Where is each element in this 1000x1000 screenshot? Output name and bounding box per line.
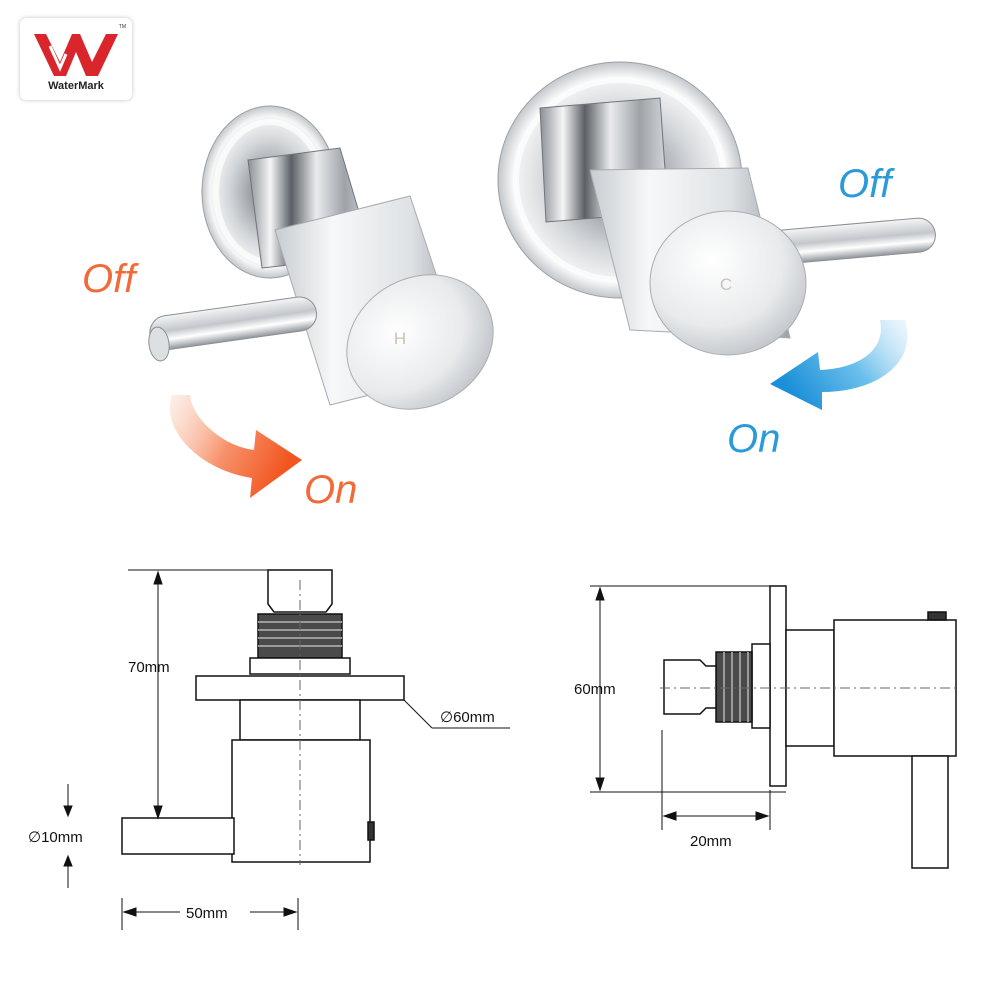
cold-tap-cap-letter: C: [720, 275, 732, 294]
front-flange-label: ∅60mm: [440, 709, 495, 726]
hot-on-label: On: [304, 468, 357, 512]
cold-rotation-arrow: [770, 320, 908, 410]
side-nut: [751, 643, 771, 729]
side-wall-plate: [769, 585, 787, 787]
hot-tap-cap-letter: H: [394, 329, 406, 348]
hot-rotation-arrow: [169, 395, 302, 498]
logo-text: WaterMark: [48, 80, 104, 92]
side-drawing: [660, 585, 960, 869]
flange-leader: [403, 699, 433, 729]
hot-tap: H: [148, 105, 494, 410]
cold-on-label: On: [727, 417, 780, 461]
hot-tap-lever: [149, 296, 318, 351]
side-thread: [715, 651, 753, 723]
front-stem-top: [267, 569, 333, 613]
front-height-label: 70mm: [128, 659, 170, 676]
hot-off-label: Off: [82, 257, 139, 301]
hot-tap-lever-end: [148, 326, 170, 362]
front-width-label: 50mm: [186, 905, 228, 922]
logo-tm: TM: [118, 24, 126, 30]
cold-tap: C: [497, 61, 936, 356]
watermark-logo: TM WaterMark: [20, 18, 132, 100]
side-dimensions: [590, 585, 786, 830]
front-pin: [367, 821, 375, 841]
front-drawing: [121, 569, 405, 865]
side-lever: [911, 755, 949, 869]
front-body: [231, 739, 371, 863]
front-dimensions: [63, 569, 510, 930]
side-stem: [663, 659, 717, 715]
side-pin: [927, 611, 947, 621]
front-lever-label: ∅10mm: [28, 829, 83, 846]
watermark-w-icon: [34, 34, 118, 76]
side-thread-lines: [723, 652, 749, 722]
side-height-label: 60mm: [574, 681, 616, 698]
cold-tap-cap: [649, 210, 807, 356]
hot-tap-cap: [346, 274, 494, 410]
side-depth-label: 20mm: [690, 833, 732, 850]
front-lever: [121, 817, 235, 855]
cold-off-label: Off: [838, 162, 895, 206]
